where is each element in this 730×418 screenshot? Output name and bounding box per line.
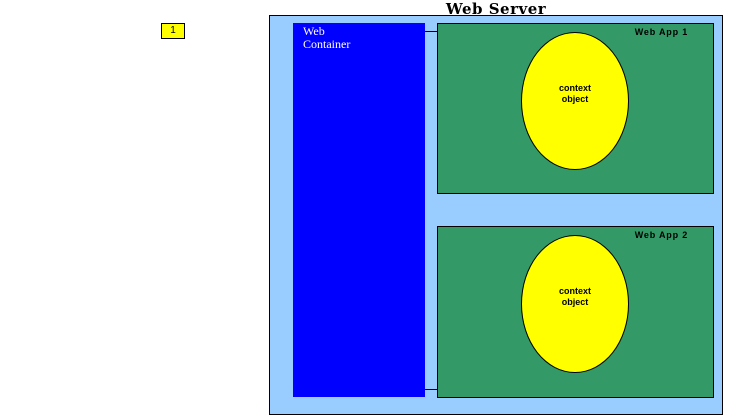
web-server-title: Web Server <box>445 0 547 18</box>
connector-app-1 <box>425 31 437 32</box>
context-object-1-label: context object <box>558 83 591 104</box>
context-object-1: context object <box>521 32 629 170</box>
web-app-1-title: Web App 1 <box>634 27 688 37</box>
connector-app-2 <box>425 389 437 390</box>
web-app-2-box: Web App 2 context object <box>437 226 714 398</box>
context-object-2: context object <box>521 235 629 373</box>
web-app-1-box: Web App 1 context object <box>437 23 714 194</box>
web-app-2-title: Web App 2 <box>634 230 688 240</box>
context-object-2-label: context object <box>558 286 591 307</box>
slide-number-badge: 1 <box>161 23 185 39</box>
web-container-label: Web Container <box>303 24 351 51</box>
web-container-box: Web Container <box>293 23 425 397</box>
